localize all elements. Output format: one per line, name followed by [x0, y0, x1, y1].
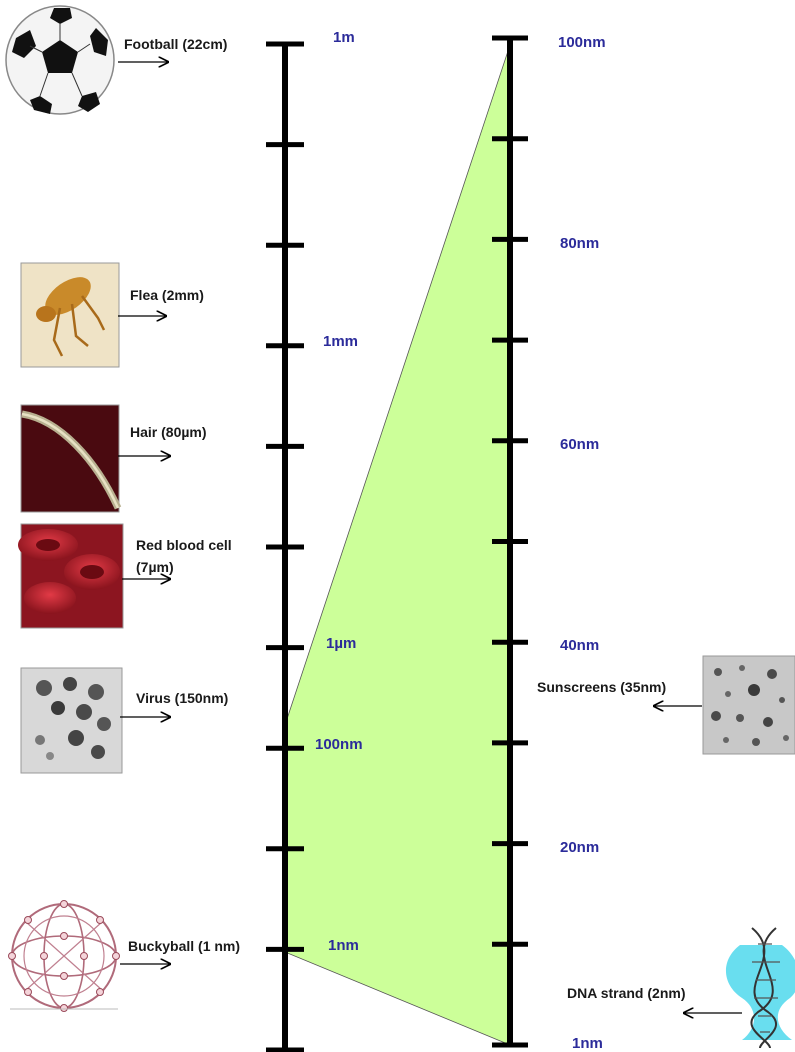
- football-image: [6, 6, 114, 114]
- right-tick-label-60nm: 60nm: [560, 436, 599, 453]
- sunscreens-label: Sunscreens (35nm): [537, 679, 666, 695]
- left-tick-label-1um: 1µm: [326, 635, 356, 652]
- right-tick-label-20nm: 20nm: [560, 839, 599, 856]
- sunscreens-image: [703, 656, 795, 754]
- left-tick-label-1nm: 1nm: [328, 937, 359, 954]
- dna-label: DNA strand (2nm): [567, 985, 686, 1001]
- right-tick-label-80nm: 80nm: [560, 235, 599, 252]
- buckyball-label: Buckyball (1 nm): [128, 938, 240, 954]
- flea-image: [21, 263, 119, 367]
- right-tick-label-40nm: 40nm: [560, 637, 599, 654]
- left-tick-label-100nm: 100nm: [315, 736, 363, 753]
- right-tick-label-1nm: 1nm: [572, 1035, 603, 1052]
- hair-image: [21, 405, 119, 512]
- right-tick-label-100nm: 100nm: [558, 34, 606, 51]
- virus-label: Virus (150nm): [136, 690, 228, 706]
- buckyball-image: [9, 901, 120, 1012]
- left-tick-label-1m: 1m: [333, 29, 355, 46]
- dna-image: [726, 928, 795, 1048]
- virus-image: [21, 668, 122, 773]
- red-blood-cell-label-line2: (7µm): [136, 559, 174, 575]
- left-tick-label-1mm: 1mm: [323, 333, 358, 350]
- football-label: Football (22cm): [124, 36, 227, 52]
- red-blood-cell-image: [18, 524, 123, 628]
- zoom-wedge: [285, 45, 510, 1045]
- red-blood-cell-label-line1: Red blood cell: [136, 537, 232, 553]
- hair-label: Hair (80µm): [130, 424, 207, 440]
- flea-label: Flea (2mm): [130, 287, 204, 303]
